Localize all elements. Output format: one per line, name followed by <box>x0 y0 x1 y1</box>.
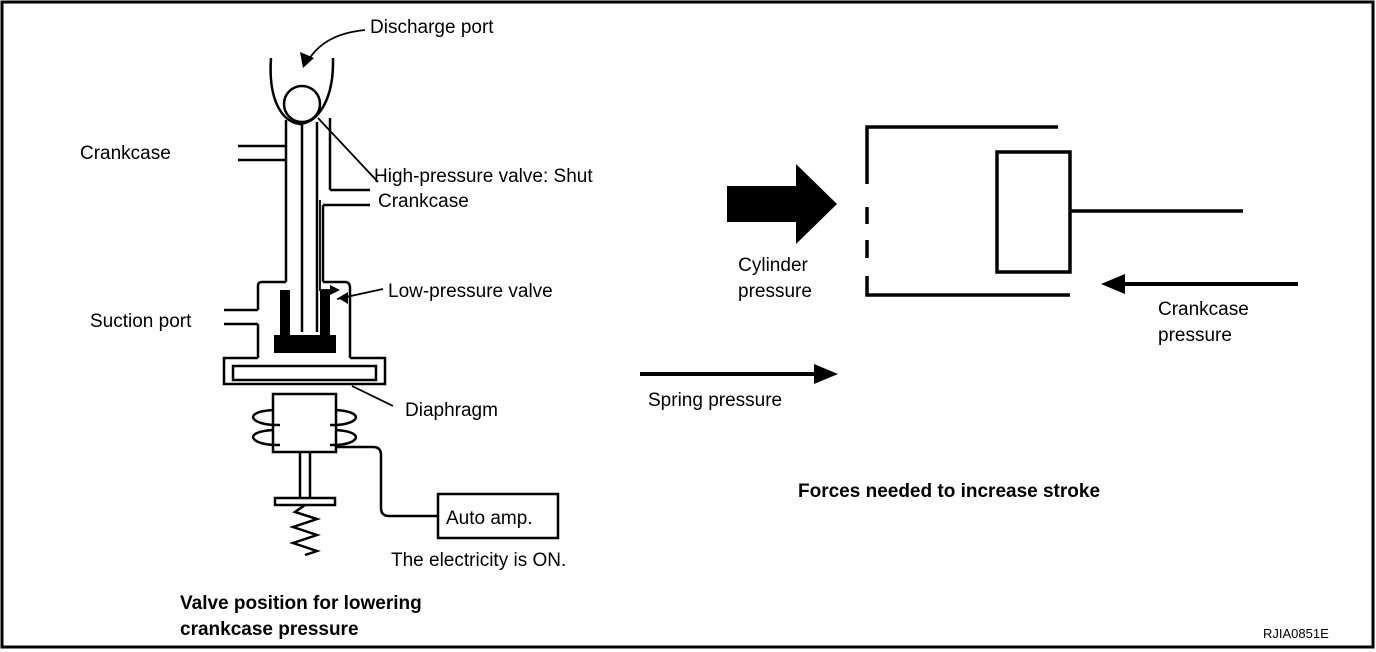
return-spring <box>289 503 322 557</box>
crankcase-pressure-label-2: pressure <box>1158 325 1232 346</box>
control-valve-assembly <box>222 57 560 557</box>
discharge-arrow <box>306 29 366 63</box>
low-pressure-valve <box>274 290 336 353</box>
cylinder-wall-top <box>865 125 1058 184</box>
left-caption-line2: crankcase pressure <box>180 619 359 640</box>
crankcase-pressure-label-1: Crankcase <box>1158 299 1249 320</box>
right-caption: Forces needed to increase stroke <box>798 481 1100 502</box>
discharge-port-curve <box>269 57 335 126</box>
crankcase-right-label: Crankcase <box>378 191 469 212</box>
crankcase-left-label: Crankcase <box>80 143 171 164</box>
high-pressure-valve-label: High-pressure valve: Shut <box>374 166 593 187</box>
discharge-port-label: Discharge port <box>370 17 494 38</box>
suction-port-label: Suction port <box>90 311 192 332</box>
cylinder-pressure-label-1: Cylinder <box>738 255 808 276</box>
left-caption-line1: Valve position for lowering <box>180 593 422 614</box>
spring-pressure-arrow <box>640 364 838 384</box>
low-pressure-valve-label: Low-pressure valve <box>388 281 553 302</box>
cylinder-diagram <box>865 125 1243 297</box>
auto-amp-label: Auto amp. <box>446 508 533 529</box>
cylinder-pressure-label-2: pressure <box>738 281 812 302</box>
solenoid-body <box>271 392 338 454</box>
discharge-arrowhead <box>300 52 314 68</box>
spring-pressure-label: Spring pressure <box>648 390 782 411</box>
signal-wire <box>336 445 438 518</box>
auto-amp-box <box>436 492 560 540</box>
diaphragm-leader <box>351 385 394 407</box>
cylinder-pressure-arrow <box>727 164 837 244</box>
flow-arrowhead <box>330 285 340 295</box>
figure-code: RJIA0851E <box>1263 626 1329 641</box>
piston <box>995 150 1072 274</box>
electricity-status-label: The electricity is ON. <box>391 550 566 571</box>
diaphragm-label: Diaphragm <box>405 400 498 421</box>
cylinder-wall-bottom <box>865 276 1070 297</box>
low-pressure-arrowhead <box>338 292 348 304</box>
high-pressure-leader <box>317 117 379 183</box>
crankcase-pressure-arrow <box>1101 274 1298 294</box>
high-pressure-ball <box>282 84 322 124</box>
flow-path-arrow <box>319 200 333 291</box>
